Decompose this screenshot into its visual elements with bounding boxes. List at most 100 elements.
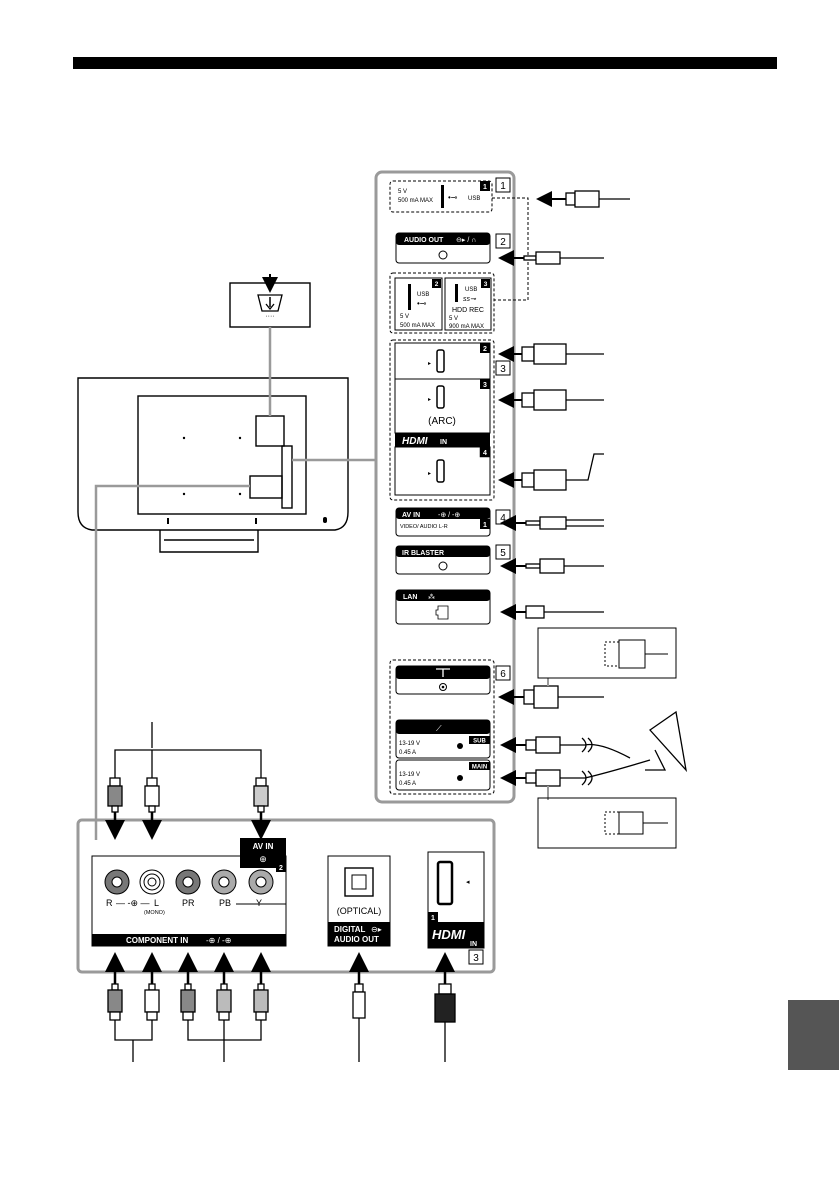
svg-text:▸: ▸ <box>428 397 431 403</box>
optical-port: (OPTICAL) DIGITAL ⊖▸ AUDIO OUT <box>327 855 391 947</box>
sat-sub-label: SUB <box>473 739 486 745</box>
usb2-label: USB <box>417 292 429 298</box>
hdmi-ports: ▸ ▸ ▸ 2 3 (ARC) HDMI IN 4 <box>394 342 491 496</box>
svg-text:◂: ◂ <box>466 879 470 886</box>
av-in2-badge: 2 <box>279 865 283 872</box>
hdmi1-port: ◂ 1 HDMI IN <box>427 851 485 949</box>
svg-text:▸: ▸ <box>428 471 431 477</box>
panel-num-5: 5 <box>500 548 506 559</box>
svg-text:····: ···· <box>265 313 274 320</box>
bottom-panel-frame <box>76 818 496 974</box>
sat-main-current: 0.45 A <box>399 781 416 787</box>
svg-text:-⊕ / -⊕: -⊕ / -⊕ <box>438 512 460 519</box>
usb3-label: USB <box>465 287 477 293</box>
sat-main-voltage: 13-19 V <box>399 772 420 778</box>
component-in-block: COMPONENT IN -⊕ / -⊕ AV IN ⊕ 2 <box>91 838 287 947</box>
audio-out-port: AUDIO OUT ⊖▸ / ∩ <box>395 232 491 264</box>
usb1-port: 5 V 500 mA MAX •⊸ USB 1 <box>389 180 493 213</box>
jack-pr: PR <box>182 898 195 908</box>
jack-l: L <box>154 898 159 908</box>
hdmi1-in: IN <box>470 941 477 948</box>
av-in2-label: AV IN <box>253 842 274 851</box>
rca-jacks <box>104 869 274 895</box>
tv-screws <box>167 436 327 524</box>
svg-text:▸: ▸ <box>428 361 431 367</box>
jack-r: R <box>106 898 113 908</box>
antenna-group <box>389 659 495 795</box>
jack-pb: PB <box>219 898 231 908</box>
satellite-dish-icon <box>645 710 688 773</box>
hdmi-in: IN <box>440 439 447 446</box>
usb2-badge: 2 <box>435 281 439 288</box>
panel-num-2: 2 <box>500 237 506 248</box>
usb2-port: USB •⊸ 5 V 500 mA MAX 2 <box>394 277 443 331</box>
sat-sub-port: ⟋ SUB 13-19 V 0.45 A <box>395 719 491 759</box>
antenna-detail-bottom <box>537 797 677 849</box>
panel-num-6: 6 <box>500 669 506 680</box>
usb1-current: 500 mA MAX <box>398 198 433 204</box>
audio-out-label: AUDIO OUT <box>404 237 444 244</box>
svg-text:⊖▸ / ∩: ⊖▸ / ∩ <box>456 237 476 244</box>
usb1-label: USB <box>468 196 480 202</box>
usb1-badge: 1 <box>483 184 487 191</box>
component-in-label: COMPONENT IN <box>126 936 188 945</box>
antenna-port <box>395 665 491 695</box>
sat-sub-voltage: 13-19 V <box>399 741 420 747</box>
svg-text:•⊸: •⊸ <box>448 193 458 202</box>
page-tab <box>788 1000 839 1070</box>
leader-lines <box>94 327 376 840</box>
usb3-badge: 3 <box>484 281 488 288</box>
wall-mount-icon: ···· <box>229 274 311 328</box>
usb3-current: 900 mA MAX <box>449 324 484 330</box>
audio-out-bottom-label: AUDIO OUT <box>334 935 379 944</box>
av-cable-top <box>105 722 271 840</box>
jack-mono: (MONO) <box>144 910 165 916</box>
svg-text:— -⊕ —: — -⊕ — <box>116 898 150 908</box>
av-in-label: AV IN <box>402 512 420 519</box>
hdmi-badge-2: 2 <box>483 346 487 353</box>
bottom-box-num: 3 <box>473 953 479 964</box>
side-panel-frame <box>374 170 516 804</box>
usb-link <box>492 197 529 301</box>
svg-text:⟋: ⟋ <box>436 724 442 733</box>
svg-text:-⊕ / -⊕: -⊕ / -⊕ <box>206 936 231 945</box>
lan-port: LAN ⁂ <box>395 589 491 625</box>
panel-num-4: 4 <box>500 513 506 524</box>
svg-text:⊕: ⊕ <box>259 854 267 864</box>
lan-label: LAN <box>403 594 417 601</box>
side-cables <box>498 190 651 800</box>
svg-text:⁂: ⁂ <box>428 593 435 601</box>
av-in-sub: VIDEO/ AUDIO L-R <box>400 524 448 530</box>
usb2-power: 5 V <box>400 314 409 320</box>
svg-text:•⊸: •⊸ <box>417 299 427 308</box>
optical-label: (OPTICAL) <box>337 906 382 916</box>
svg-text:ss⊸: ss⊸ <box>463 296 477 303</box>
panel-num-3: 3 <box>500 364 506 375</box>
hdmi-group <box>389 339 495 501</box>
antenna-detail-top <box>537 627 677 679</box>
panel-num-1: 1 <box>500 181 506 192</box>
av-in-badge: 1 <box>483 522 487 529</box>
bottom-cables <box>105 952 456 1062</box>
hdmi-brand: HDMI <box>402 436 428 447</box>
jack-y: Y <box>256 898 262 908</box>
sat-sub-current: 0.45 A <box>399 750 416 756</box>
usb23-group <box>389 272 495 334</box>
hdmi-badge-4: 4 <box>483 450 487 457</box>
usb3-port: USB ss⊸ HDD REC 5 V 900 mA MAX 3 <box>444 277 492 331</box>
hdmi-badge-3: 3 <box>483 382 487 389</box>
digital-label: DIGITAL <box>334 925 366 934</box>
usb1-power: 5 V <box>398 189 407 195</box>
usb3-sub: HDD REC <box>452 307 484 314</box>
ir-blaster-label: IR BLASTER <box>402 550 444 557</box>
usb2-current: 500 mA MAX <box>400 323 435 329</box>
sat-main-port: MAIN 13-19 V 0.45 A <box>395 759 491 791</box>
svg-text:⊖▸: ⊖▸ <box>371 925 382 934</box>
hdmi-arc: (ARC) <box>428 416 456 427</box>
av-in-port: AV IN -⊕ / -⊕ VIDEO/ AUDIO L-R 1 <box>395 507 491 537</box>
header-bar <box>73 57 777 69</box>
tv-back <box>77 377 349 553</box>
sat-main-label: MAIN <box>472 765 487 771</box>
ir-blaster-port: IR BLASTER <box>395 545 491 575</box>
